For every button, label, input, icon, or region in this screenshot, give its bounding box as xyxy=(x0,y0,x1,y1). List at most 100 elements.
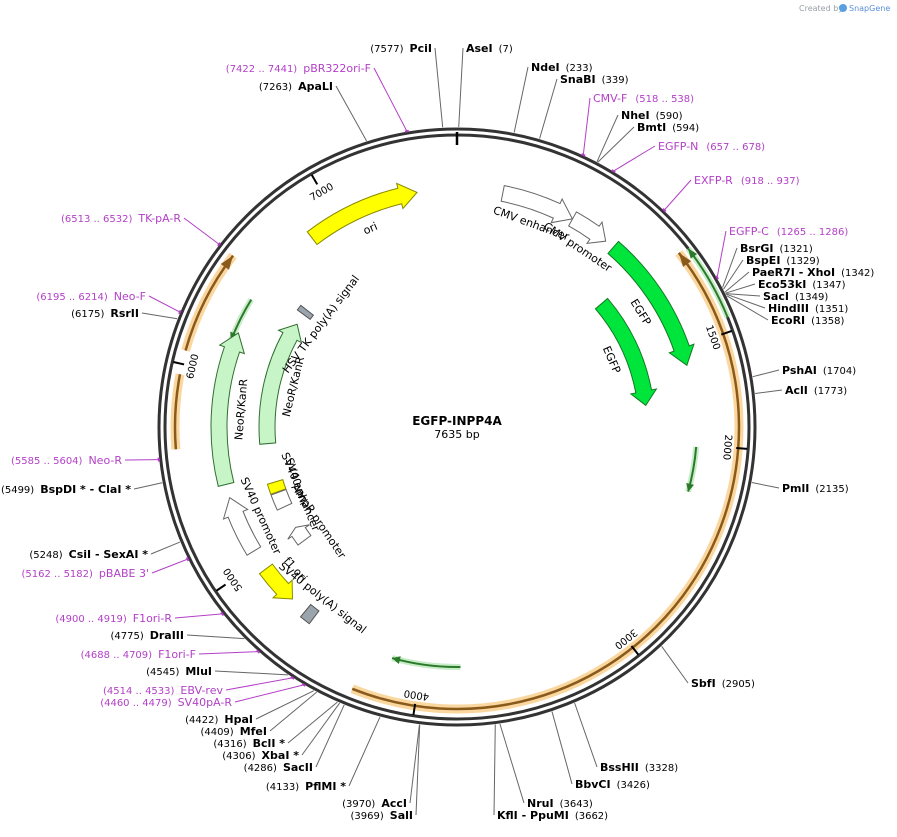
primer-label: (7422 .. 7441) pBR322ori-F xyxy=(226,62,371,75)
tick-label: 4000 xyxy=(403,687,430,702)
primer-range: (918 .. 937) xyxy=(741,176,800,187)
primer-leader xyxy=(235,685,304,702)
primer-name: F1ori-R xyxy=(133,612,173,625)
enzyme-label: (5248)CsiI - SexAI * xyxy=(29,548,148,561)
primer-site-marker xyxy=(405,131,409,132)
primer-name: SV40pA-R xyxy=(178,696,233,709)
enzyme-label: PmlI(2135) xyxy=(782,482,849,495)
enzyme-name: AseI xyxy=(466,42,493,55)
primer-range: (5585 .. 5604) xyxy=(11,456,83,467)
enzyme-label: EcoRI(1358) xyxy=(771,314,845,327)
enzyme-name: PshAI xyxy=(782,364,817,377)
enzyme-leader xyxy=(142,313,177,319)
primer-label: (4688 .. 4709)F1ori-F xyxy=(81,648,196,661)
enzyme-leader xyxy=(215,671,288,675)
enzyme-position: (2135) xyxy=(815,484,848,495)
enzyme-position: (3662) xyxy=(575,811,608,822)
enzyme-position: (1773) xyxy=(814,386,847,397)
enzyme-label: (4306)XbaI * xyxy=(222,749,299,762)
primer-name: EXFP-R xyxy=(694,174,733,187)
feature-label: ori xyxy=(361,220,379,238)
enzyme-label: SbfI(2905) xyxy=(691,677,755,690)
feature-label: AmpR promoter xyxy=(289,481,349,561)
enzyme-leader xyxy=(435,48,443,127)
plasmid-center-label: EGFP-INPP4A 7635 bp xyxy=(412,414,502,441)
primer-name: Neo-F xyxy=(114,290,146,303)
enzyme-position: (3970) xyxy=(342,799,375,810)
tick-label: 7000 xyxy=(308,181,336,203)
enzyme-name: BbvCI xyxy=(575,778,611,791)
primer-leader xyxy=(614,146,655,171)
enzyme-position: (1342) xyxy=(841,268,874,279)
enzyme-label: (4545) MluI xyxy=(146,665,212,678)
primer-range: (4688 .. 4709) xyxy=(81,650,153,661)
primer-leader xyxy=(184,218,219,244)
enzyme-position: (3328) xyxy=(645,763,678,774)
primer-label: EGFP-N(657 .. 678) xyxy=(658,140,765,153)
enzyme-position: (1347) xyxy=(812,280,845,291)
enzyme-name: MluI xyxy=(185,665,212,678)
enzyme-leader xyxy=(151,542,180,554)
enzyme-leader xyxy=(187,635,244,639)
snapgene-credit: Created by SnapGene xyxy=(799,4,890,13)
enzyme-position: (4422) xyxy=(185,715,218,726)
enzyme-leader xyxy=(316,705,344,767)
enzyme-position: (339) xyxy=(602,75,629,86)
primer-band-arc xyxy=(352,253,739,709)
enzyme-label: (4409)MfeI xyxy=(200,725,267,738)
enzyme-label: (4775) DraIII xyxy=(110,629,184,642)
enzyme-position: (4133) xyxy=(266,782,299,793)
feature-label: HSV TK poly(A) signal xyxy=(280,273,362,376)
primer-leader xyxy=(199,652,258,654)
primer-leader xyxy=(717,231,726,278)
primer-leader xyxy=(175,614,222,618)
enzyme-label: AclI(1773) xyxy=(785,384,847,397)
primer-range: (6513 .. 6532) xyxy=(61,214,133,225)
enzyme-label: (7577)PciI xyxy=(370,42,432,55)
enzyme-position: (7) xyxy=(499,44,513,55)
enzyme-leader xyxy=(598,127,634,162)
primer-range: (657 .. 678) xyxy=(706,142,765,153)
primer-leader xyxy=(149,296,180,312)
enzyme-position: (4545) xyxy=(146,667,179,678)
primer-leader xyxy=(226,678,292,690)
tick-label: 5000 xyxy=(222,566,245,593)
enzyme-label: AseI (7) xyxy=(466,42,513,55)
enzyme-position: (1321) xyxy=(779,244,812,255)
enzyme-name: EcoRI xyxy=(771,314,805,327)
enzyme-position: (4775) xyxy=(110,631,143,642)
enzyme-leader xyxy=(514,67,528,132)
enzyme-name-suffix: - PpuMI xyxy=(518,809,569,822)
primer-range: (7422 .. 7441) xyxy=(226,64,298,75)
enzyme-leader xyxy=(575,703,597,767)
enzyme-leader xyxy=(752,483,779,488)
enzyme-label: (4422)HpaI xyxy=(185,713,253,726)
plasmid-size: 7635 bp xyxy=(434,428,479,441)
enzyme-label: PshAI(1704) xyxy=(782,364,856,377)
enzyme-leader xyxy=(349,717,380,786)
enzyme-position: (594) xyxy=(672,123,699,134)
enzyme-name: SacII xyxy=(283,761,313,774)
primer-name: TK-pA-R xyxy=(137,212,181,225)
primer-site-marker xyxy=(179,310,181,314)
enzyme-name: BmtI xyxy=(637,121,666,134)
enzyme-label: BssHII(3328) xyxy=(600,761,678,774)
primer-label: (4900 .. 4919)F1ori-R xyxy=(55,612,172,625)
enzyme-label: (3970)AccI xyxy=(342,797,407,810)
feature-ampr-promoter xyxy=(288,525,311,545)
enzyme-position: (6175) xyxy=(71,309,104,320)
primer-leader xyxy=(583,98,590,155)
primer-name: pBR322ori-F xyxy=(303,62,371,75)
enzyme-label: KflI - PpuMI(3662) xyxy=(497,809,608,822)
enzyme-position: (4306) xyxy=(222,751,255,762)
enzyme-label: (4286)SacII xyxy=(244,761,313,774)
enzyme-label: (6175)RsrII xyxy=(71,307,139,320)
enzyme-name-suffix: - SexAI * xyxy=(91,548,148,561)
enzyme-name: DraIII xyxy=(150,629,184,642)
enzyme-name: ApaLI xyxy=(298,80,333,93)
primer-label: (5585 .. 5604)Neo-R xyxy=(11,454,122,467)
enzyme-leader xyxy=(662,646,688,683)
